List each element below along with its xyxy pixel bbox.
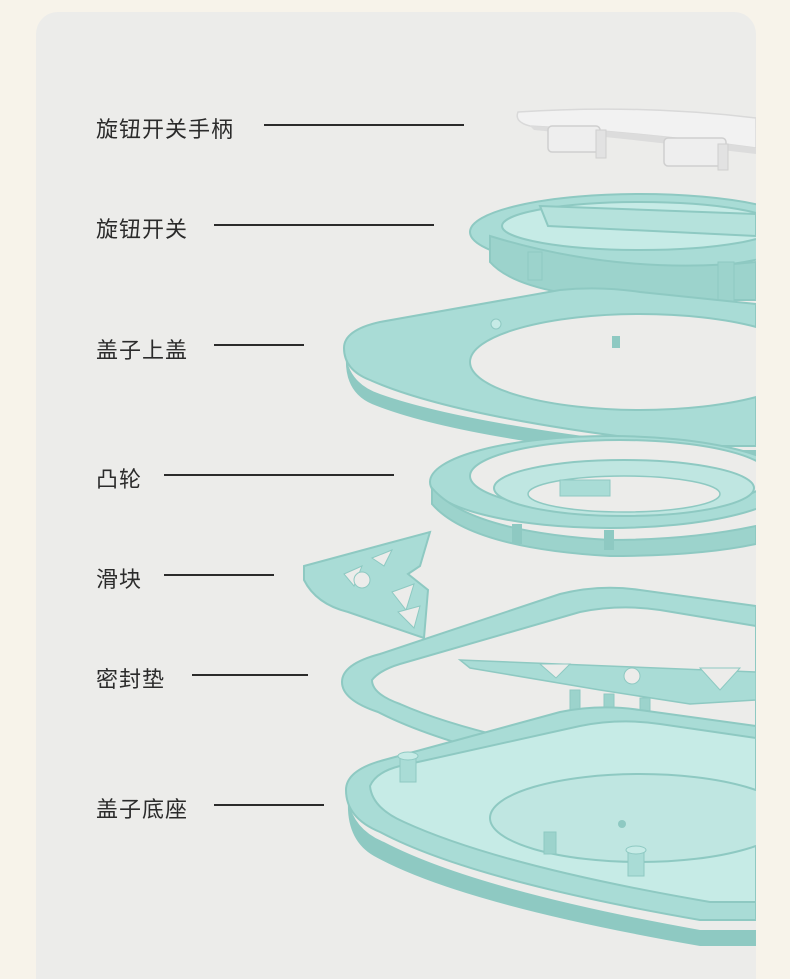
cam-part <box>430 436 790 556</box>
slider-part <box>304 532 430 638</box>
lid-top-part <box>344 288 790 462</box>
knob-handle-part <box>517 109 756 170</box>
lid-base-part <box>346 707 790 946</box>
